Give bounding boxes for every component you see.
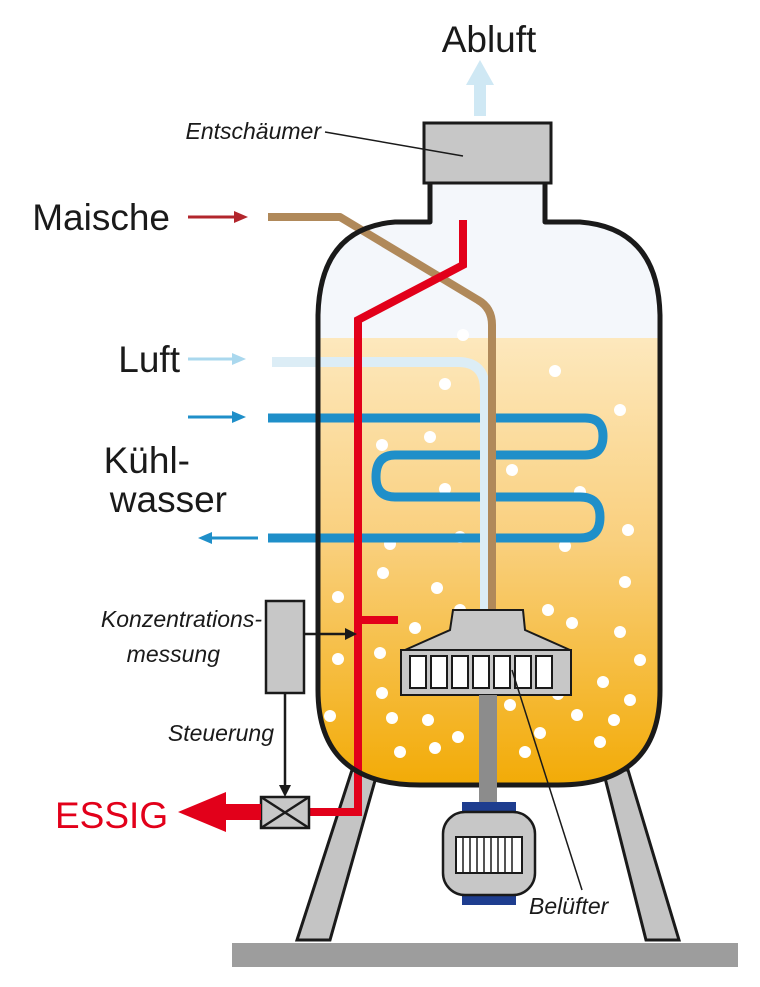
concentration-sensor-box [264, 599, 306, 695]
label-konzentration-1: Konzentrations- [101, 606, 262, 632]
defoamer-leader-line [324, 131, 464, 157]
air-pipe [272, 357, 490, 612]
cooling-coil [268, 413, 608, 543]
ground-plate [232, 943, 738, 967]
label-kuehlwasser-1: Kühl- [104, 440, 190, 481]
signal-arrow [345, 628, 357, 640]
defoamer-box [422, 121, 553, 185]
label-belufter: Belüfter [529, 893, 610, 919]
air-bubbles [324, 329, 646, 758]
motor [441, 802, 537, 905]
label-abluft: Abluft [442, 19, 537, 60]
label-entschaeumer: Entschäumer [185, 118, 322, 144]
label-steuerung: Steuerung [168, 720, 274, 746]
label-essig: ESSIG [55, 795, 168, 836]
vinegar-outlet-pipe [292, 220, 467, 816]
label-maische: Maische [32, 197, 170, 238]
mash-pipe [268, 213, 496, 612]
label-luft: Luft [118, 339, 180, 380]
exhaust-arrow [466, 60, 494, 116]
control-valve [259, 795, 311, 830]
aerator [400, 609, 572, 803]
aerator-leader-line [511, 669, 583, 891]
label-konzentration-2: messung [127, 641, 221, 667]
label-kuehlwasser-2: wasser [109, 479, 227, 520]
vinegar-out-arrow [178, 792, 261, 832]
